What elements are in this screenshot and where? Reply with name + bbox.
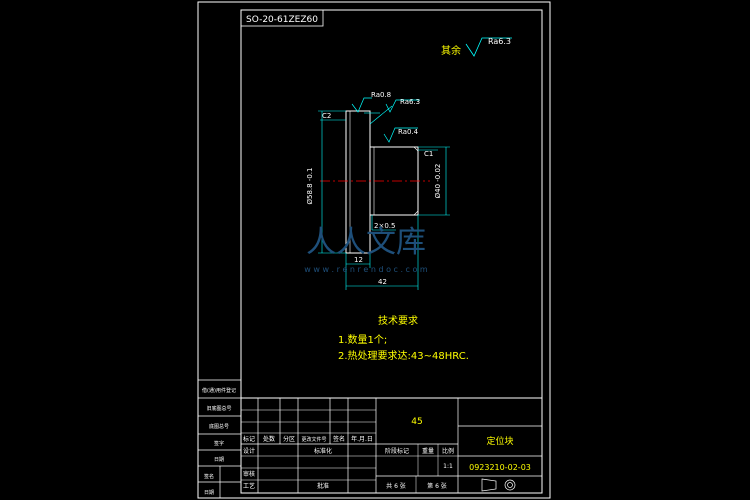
side-table: 借(通)用件登记 旧底图总号 底图总号 签字 日期 签名 日期 <box>198 379 241 498</box>
inner-frame <box>240 9 543 494</box>
tb-scale-value: 1:1 <box>443 463 453 470</box>
watermark-logo: 人人文库 <box>306 225 426 260</box>
roughness-3-value: Ra0.4 <box>398 128 419 136</box>
tb-sheet-no: 第 6 张 <box>427 482 447 490</box>
roughness-else-symbol <box>465 37 512 57</box>
projection-circle-inner-icon <box>507 482 513 488</box>
tb-process: 工艺 <box>243 482 255 490</box>
roughness-1-value: Ra0.8 <box>371 91 391 99</box>
roughness-symbol-1 <box>351 97 372 113</box>
tb-part-name: 定位块 <box>486 435 513 447</box>
tb-header-sign: 签名 <box>333 435 345 443</box>
tb-sheets-total: 共 6 张 <box>386 482 406 490</box>
roughness-symbol-2 <box>385 99 420 113</box>
chamfer-c2: C2 <box>322 112 331 120</box>
side-row-7: 日期 <box>204 490 214 496</box>
side-row-4: 签字 <box>214 440 224 447</box>
tb-stage-mark: 阶段标记 <box>385 447 409 455</box>
shaft-chamfer-bottom <box>413 210 419 216</box>
dim-42: 42 <box>378 278 387 286</box>
dim-left-diameter: Ø58.8 -0.1 <box>306 168 314 205</box>
tb-weight: 重量 <box>422 447 434 455</box>
tb-header-count: 处数 <box>263 435 275 443</box>
watermark-url: w w w . r e n r e n d o c . c o m <box>304 265 428 274</box>
dim-12: 12 <box>354 256 363 264</box>
tb-header-date: 年.月.日 <box>351 435 373 443</box>
tb-header-docno: 更改文件号 <box>301 436 326 443</box>
shaft-chamfer-top <box>413 146 419 152</box>
requirement-2: 2.热处理要求达:43~48HRC. <box>338 349 469 362</box>
tb-approve: 批准 <box>317 482 329 490</box>
projection-circle-icon <box>504 479 516 491</box>
side-row-5: 日期 <box>214 457 224 463</box>
tb-header-mark: 标记 <box>243 435 255 443</box>
tb-review: 审核 <box>243 470 255 478</box>
side-row-6: 签名 <box>204 473 214 480</box>
roughness-else-label: 其余 <box>441 44 461 57</box>
requirement-1: 1.数量1个; <box>338 333 387 346</box>
requirements-title: 技术要求 <box>378 314 418 327</box>
drawing-number-rotated: SO-20-61ZEZ60 <box>246 15 318 25</box>
chamfer-c1: C1 <box>424 150 433 158</box>
projection-cone-icon <box>481 478 497 492</box>
roughness-else-value: Ra6.3 <box>488 37 511 46</box>
drawing-number-box <box>240 9 324 27</box>
title-block: 标记 处数 分区 更改文件号 签名 年.月.日 设计 标准化 审核 工艺 批准 … <box>241 397 542 493</box>
tb-scale: 比例 <box>442 447 454 455</box>
tb-standardize: 标准化 <box>314 447 332 455</box>
roughness-symbol-3 <box>383 127 418 143</box>
side-row-3: 底图总号 <box>209 423 229 430</box>
side-row-2: 旧底图总号 <box>206 405 231 412</box>
roughness-2-value: Ra6.3 <box>400 98 420 106</box>
outer-frame <box>197 1 551 499</box>
roughness-leader-2 <box>369 105 393 125</box>
tb-material: 45 <box>411 417 422 427</box>
dim-right-diameter: Ø40 -0.02 <box>434 164 442 199</box>
tb-drawing-no: 0923210-02-03 <box>469 463 531 472</box>
dim-groove: 2×0.5 <box>374 222 395 230</box>
tb-header-zone: 分区 <box>283 435 295 443</box>
tb-design: 设计 <box>243 447 255 455</box>
side-row-1: 借(通)用件登记 <box>202 387 236 394</box>
